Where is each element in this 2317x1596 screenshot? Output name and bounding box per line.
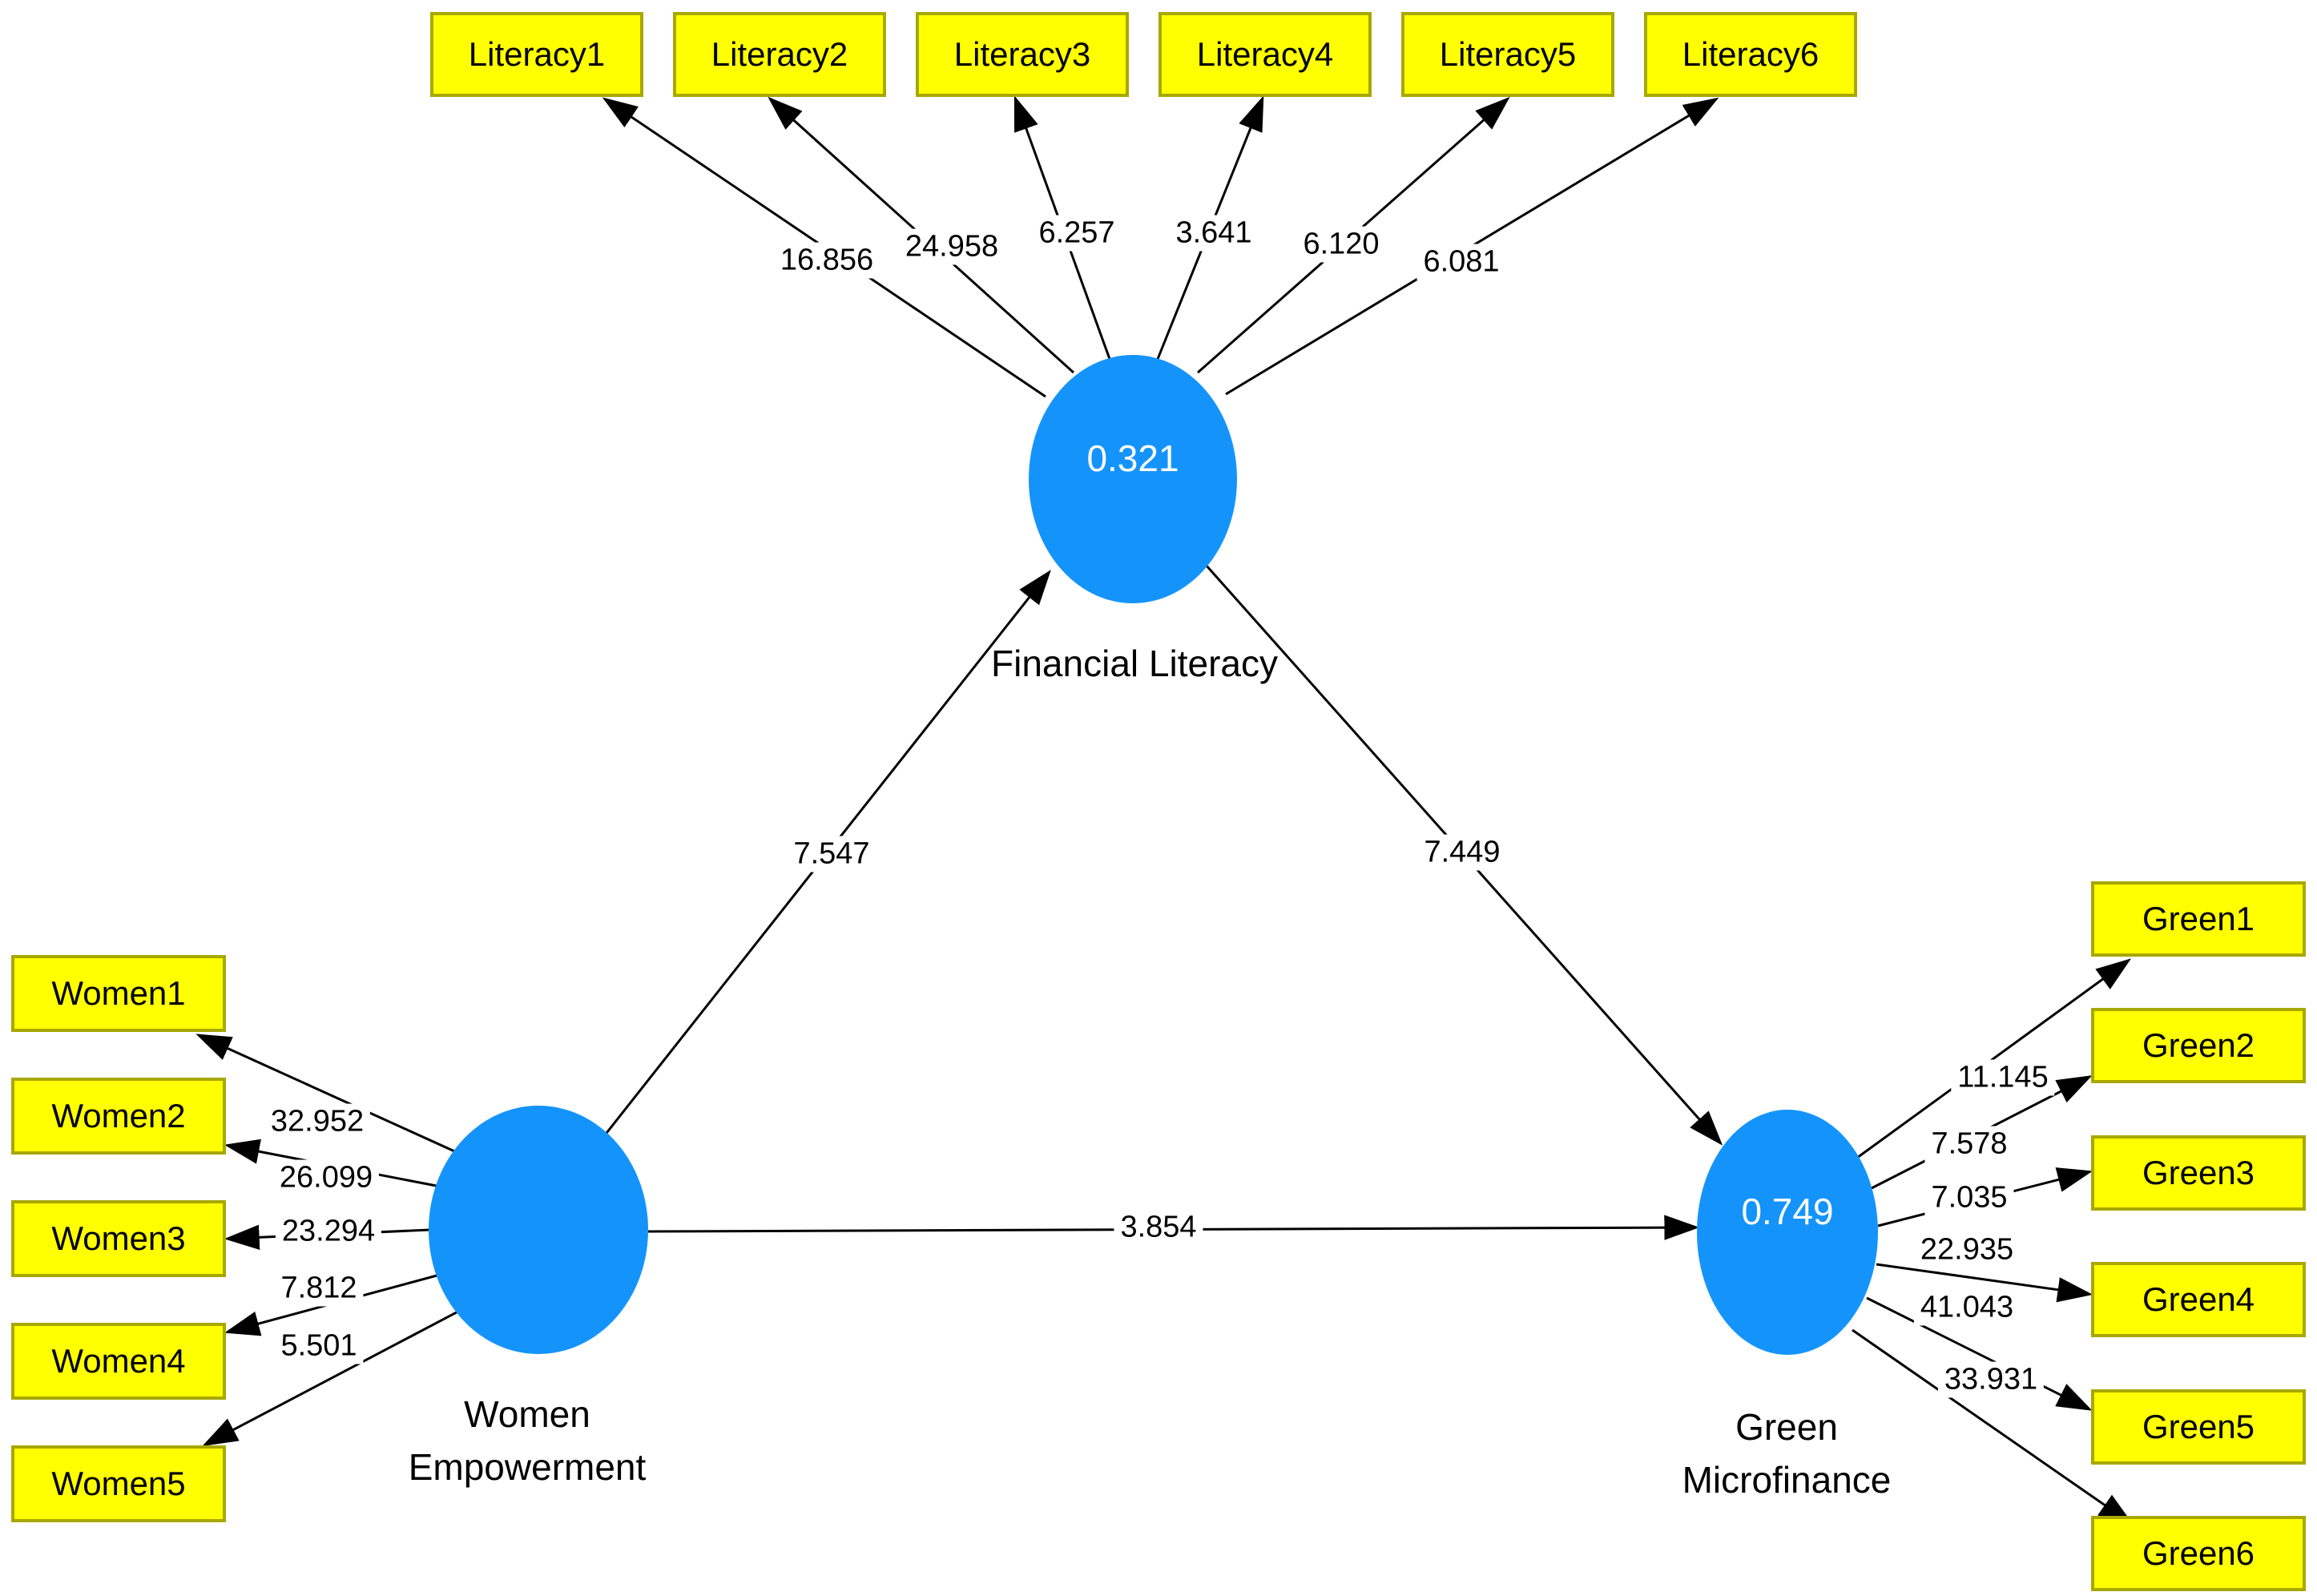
loading-value-green6: 33.931: [1937, 1361, 2045, 1398]
rsquare-value-financial-literacy: 0.321: [1086, 437, 1179, 479]
indicator-box-green3[interactable]: Green3: [2091, 1135, 2306, 1211]
loading-value-green5: 41.043: [1913, 1289, 2021, 1326]
indicator-box-literacy1[interactable]: Literacy1: [430, 12, 643, 97]
indicator-box-literacy5[interactable]: Literacy5: [1401, 12, 1614, 97]
path-value-fl-gm: 7.449: [1417, 834, 1507, 871]
indicator-box-women2[interactable]: Women2: [11, 1078, 226, 1155]
connector-we-women1: [195, 1034, 469, 1159]
connector-gm-green5: [1866, 1296, 2093, 1411]
loading-value-green2: 7.578: [1924, 1126, 2014, 1163]
indicator-box-literacy3[interactable]: Literacy3: [916, 12, 1129, 97]
loading-value-literacy1: 16.856: [773, 242, 880, 279]
indicator-box-green2[interactable]: Green2: [2091, 1008, 2306, 1083]
indicator-box-literacy4[interactable]: Literacy4: [1158, 12, 1372, 97]
path-value-we-fl: 7.547: [787, 836, 876, 873]
loading-value-women2: 26.099: [272, 1159, 380, 1196]
indicator-box-green5[interactable]: Green5: [2091, 1389, 2306, 1465]
indicator-box-women3[interactable]: Women3: [11, 1200, 226, 1277]
connector-we-women5: [202, 1304, 469, 1446]
indicator-box-literacy2[interactable]: Literacy2: [673, 12, 886, 97]
construct-label-financial-literacy: Financial Literacy: [991, 643, 1278, 684]
construct-label-green-microfinance: Green Microfinance: [1682, 1401, 1892, 1506]
indicator-box-women4[interactable]: Women4: [11, 1323, 226, 1400]
path-value-we-gm: 3.854: [1114, 1209, 1203, 1246]
loading-value-green4: 22.935: [1913, 1231, 2021, 1268]
construct-label-line: Women: [464, 1393, 590, 1435]
construct-label-line: Green: [1735, 1406, 1838, 1448]
indicator-box-green1[interactable]: Green1: [2091, 881, 2306, 957]
indicator-box-green6[interactable]: Green6: [2091, 1516, 2306, 1591]
loading-value-literacy5: 6.120: [1296, 226, 1386, 263]
indicator-box-women1[interactable]: Women1: [11, 955, 226, 1032]
loading-value-literacy3: 6.257: [1032, 215, 1122, 252]
connector-gm-green4: [1876, 1263, 2093, 1303]
loading-value-literacy2: 24.958: [898, 228, 1005, 265]
loading-value-green3: 7.035: [1924, 1179, 2014, 1216]
loading-value-literacy4: 3.641: [1169, 215, 1259, 252]
indicator-box-women5[interactable]: Women5: [11, 1445, 226, 1522]
loading-value-literacy6: 6.081: [1416, 244, 1506, 280]
loading-value-women3: 23.294: [275, 1213, 382, 1250]
loading-value-women5: 5.501: [274, 1328, 364, 1364]
loading-value-women4: 7.812: [274, 1270, 364, 1307]
construct-ellipse-financial-literacy[interactable]: 0.321: [1029, 355, 1237, 603]
construct-ellipse-women-empowerment[interactable]: [429, 1106, 648, 1354]
loading-value-women1: 32.952: [264, 1103, 371, 1140]
construct-label-line: Microfinance: [1682, 1459, 1892, 1501]
connector-gm-green6: [1852, 1328, 2134, 1525]
indicator-box-green4[interactable]: Green4: [2091, 1262, 2306, 1337]
rsquare-value-green-microfinance: 0.749: [1741, 1191, 1834, 1232]
construct-label-women-empowerment: Women Empowerment: [409, 1388, 647, 1493]
construct-ellipse-green-microfinance[interactable]: 0.749: [1697, 1110, 1878, 1355]
indicator-box-literacy6[interactable]: Literacy6: [1644, 12, 1857, 97]
construct-label-line: Empowerment: [408, 1446, 647, 1488]
loading-value-green1: 11.145: [1951, 1059, 2055, 1096]
